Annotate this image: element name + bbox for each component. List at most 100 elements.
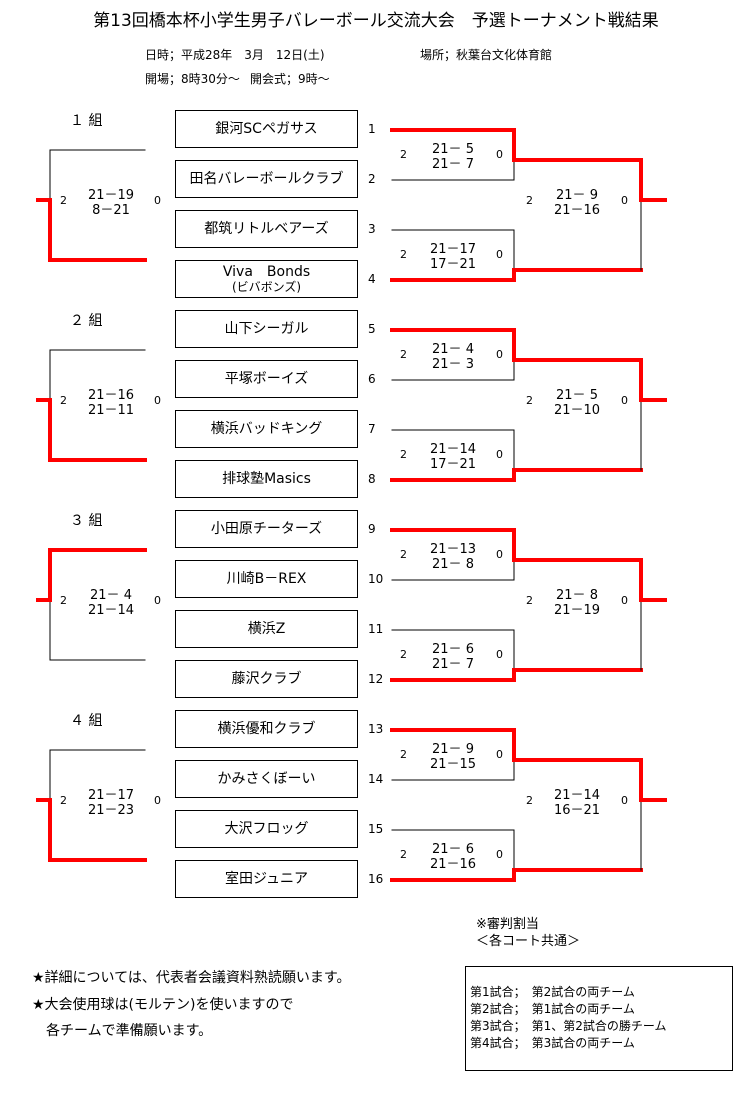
team-box: 都筑リトルベアーズ — [175, 210, 358, 248]
match-right-sets: 0 — [496, 648, 503, 661]
semi-left-sets: 2 — [526, 594, 533, 607]
team-box: 小田原チーターズ — [175, 510, 358, 548]
ceremony-time: 開会式；9時～ — [250, 72, 330, 86]
group-label: １ 組 — [70, 113, 103, 129]
semi-score-1: 21－14 — [553, 788, 601, 803]
team-number: 15 — [368, 822, 384, 836]
match-right-sets: 0 — [496, 748, 503, 761]
referee-row-1: 第1試合； 第2試合の両チーム — [470, 985, 635, 999]
referee-title: ※審判割当 — [476, 917, 539, 932]
team-box: 横浜バッドキング — [175, 410, 358, 448]
match-score-1: 21－ 4 — [432, 342, 474, 357]
team-name: 銀河SCペガサス — [215, 121, 318, 137]
semi-left-sets: 2 — [526, 194, 533, 207]
team-number: 10 — [368, 572, 384, 586]
match-score-1: 21－ 9 — [432, 742, 474, 757]
semi-score-1: 21－ 5 — [556, 388, 598, 403]
referee-subtitle: ＜各コート共通＞ — [476, 934, 581, 949]
team-number: 9 — [368, 522, 376, 536]
match-score-1: 21－ 5 — [432, 142, 474, 157]
left-left-sets: 2 — [60, 194, 67, 207]
match-right-sets: 0 — [496, 248, 503, 261]
match-left-sets: 2 — [400, 548, 407, 561]
left-score-1: 21－16 — [87, 388, 135, 403]
note-prepare: 各チームで準備願います。 — [32, 1023, 213, 1039]
match-left-sets: 2 — [400, 348, 407, 361]
match-left-sets: 2 — [400, 648, 407, 661]
team-name: 横浜Z — [247, 621, 286, 637]
match-score-2: 21－ 8 — [432, 557, 474, 572]
left-right-sets: 0 — [154, 594, 161, 607]
team-name: 室田ジュニア — [224, 871, 309, 887]
left-score-2: 21－11 — [87, 403, 135, 418]
team-name: 小田原チーターズ — [210, 521, 323, 537]
team-number: 2 — [368, 172, 376, 186]
left-left-sets: 2 — [60, 394, 67, 407]
team-number: 3 — [368, 222, 376, 236]
match-score-1: 21－13 — [429, 542, 477, 557]
team-number: 1 — [368, 122, 376, 136]
team-box: 田名バレーボールクラブ — [175, 160, 358, 198]
team-name-sub: (ビバボンズ) — [231, 280, 302, 294]
left-score-2: 21－23 — [87, 803, 135, 818]
team-name: 川崎B－REX — [226, 571, 307, 587]
referee-row-4: 第4試合； 第3試合の両チーム — [470, 1036, 635, 1050]
match-left-sets: 2 — [400, 248, 407, 261]
left-score-2: 21－14 — [87, 603, 135, 618]
team-number: 11 — [368, 622, 384, 636]
referee-assignment-box: 第1試合； 第2試合の両チーム 第2試合； 第1試合の両チーム 第3試合； 第1… — [465, 966, 733, 1071]
semi-right-sets: 0 — [621, 594, 628, 607]
team-name: Viva Bonds — [222, 264, 311, 280]
team-number: 13 — [368, 722, 384, 736]
open-time: 開場；8時30分～ — [145, 72, 240, 86]
team-box: 銀河SCペガサス — [175, 110, 358, 148]
referee-row-2: 第2試合； 第1試合の両チーム — [470, 1002, 635, 1016]
team-name: 大沢フロッグ — [224, 821, 309, 837]
team-name: 平塚ボーイズ — [224, 371, 309, 387]
semi-left-sets: 2 — [526, 394, 533, 407]
team-box: かみさくぼーい — [175, 760, 358, 798]
team-name: 排球塾Masics — [222, 471, 311, 487]
team-name: 山下シーガル — [224, 321, 309, 337]
match-right-sets: 0 — [496, 448, 503, 461]
match-left-sets: 2 — [400, 848, 407, 861]
match-score-2: 21－ 7 — [432, 157, 474, 172]
team-box: 室田ジュニア — [175, 860, 358, 898]
team-box: 大沢フロッグ — [175, 810, 358, 848]
team-number: 5 — [368, 322, 376, 336]
team-box: 川崎B－REX — [175, 560, 358, 598]
team-box: 横浜優和クラブ — [175, 710, 358, 748]
left-right-sets: 0 — [154, 394, 161, 407]
team-number: 6 — [368, 372, 376, 386]
left-score-2: 8－21 — [92, 203, 130, 218]
team-name: かみさくぼーい — [217, 771, 316, 787]
match-right-sets: 0 — [496, 548, 503, 561]
team-name: 藤沢クラブ — [231, 671, 302, 687]
match-score-2: 21－15 — [429, 757, 477, 772]
group-label: ３ 組 — [70, 513, 103, 529]
match-score-1: 21－ 6 — [432, 642, 474, 657]
team-number: 4 — [368, 272, 376, 286]
match-score-1: 21－14 — [429, 442, 477, 457]
semi-score-1: 21－ 9 — [556, 188, 598, 203]
match-left-sets: 2 — [400, 148, 407, 161]
match-right-sets: 0 — [496, 848, 503, 861]
match-right-sets: 0 — [496, 348, 503, 361]
team-box: 山下シーガル — [175, 310, 358, 348]
team-box: 排球塾Masics — [175, 460, 358, 498]
team-name: 横浜優和クラブ — [217, 721, 316, 737]
semi-right-sets: 0 — [621, 394, 628, 407]
note-ball: ★大会使用球は(モルテン)を使いますので — [32, 997, 294, 1013]
team-number: 8 — [368, 472, 376, 486]
match-score-2: 17－21 — [429, 457, 477, 472]
semi-score-1: 21－ 8 — [556, 588, 598, 603]
left-right-sets: 0 — [154, 794, 161, 807]
team-number: 14 — [368, 772, 384, 786]
semi-left-sets: 2 — [526, 794, 533, 807]
match-right-sets: 0 — [496, 148, 503, 161]
left-score-1: 21－ 4 — [90, 588, 132, 603]
note-details: ★詳細については、代表者会議資料熟読願います。 — [32, 970, 351, 986]
referee-row-3: 第3試合； 第1、第2試合の勝チーム — [470, 1019, 667, 1033]
match-score-1: 21－17 — [429, 242, 477, 257]
left-left-sets: 2 — [60, 794, 67, 807]
